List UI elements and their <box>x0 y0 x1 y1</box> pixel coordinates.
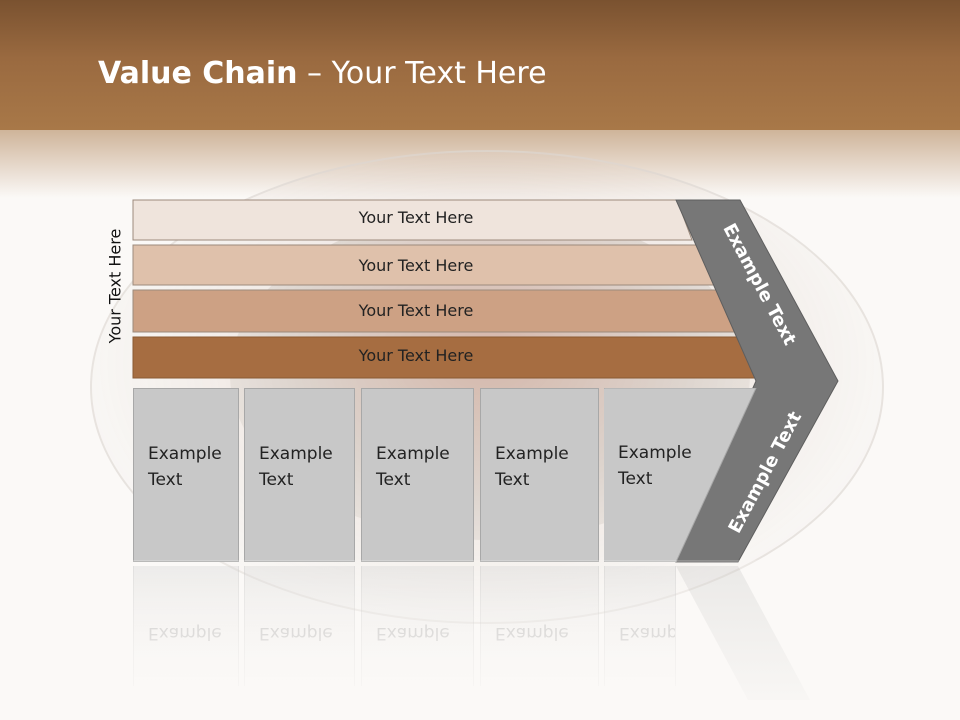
header-band <box>0 0 960 130</box>
activity-box-5-tip <box>604 388 757 562</box>
bottom-fade <box>0 560 960 720</box>
bar-4-label: Your Text Here <box>358 346 474 365</box>
title-rest: – Your Text Here <box>297 56 547 91</box>
bar-1-shape[interactable] <box>132 199 693 241</box>
bar-3-label: Your Text Here <box>358 301 474 320</box>
bar-2-label: Your Text Here <box>358 256 474 275</box>
title-bold: Value Chain <box>98 56 298 91</box>
slide-title[interactable]: Value Chain – Your Text Here <box>98 56 547 91</box>
bar-1-label: Your Text Here <box>358 208 474 227</box>
